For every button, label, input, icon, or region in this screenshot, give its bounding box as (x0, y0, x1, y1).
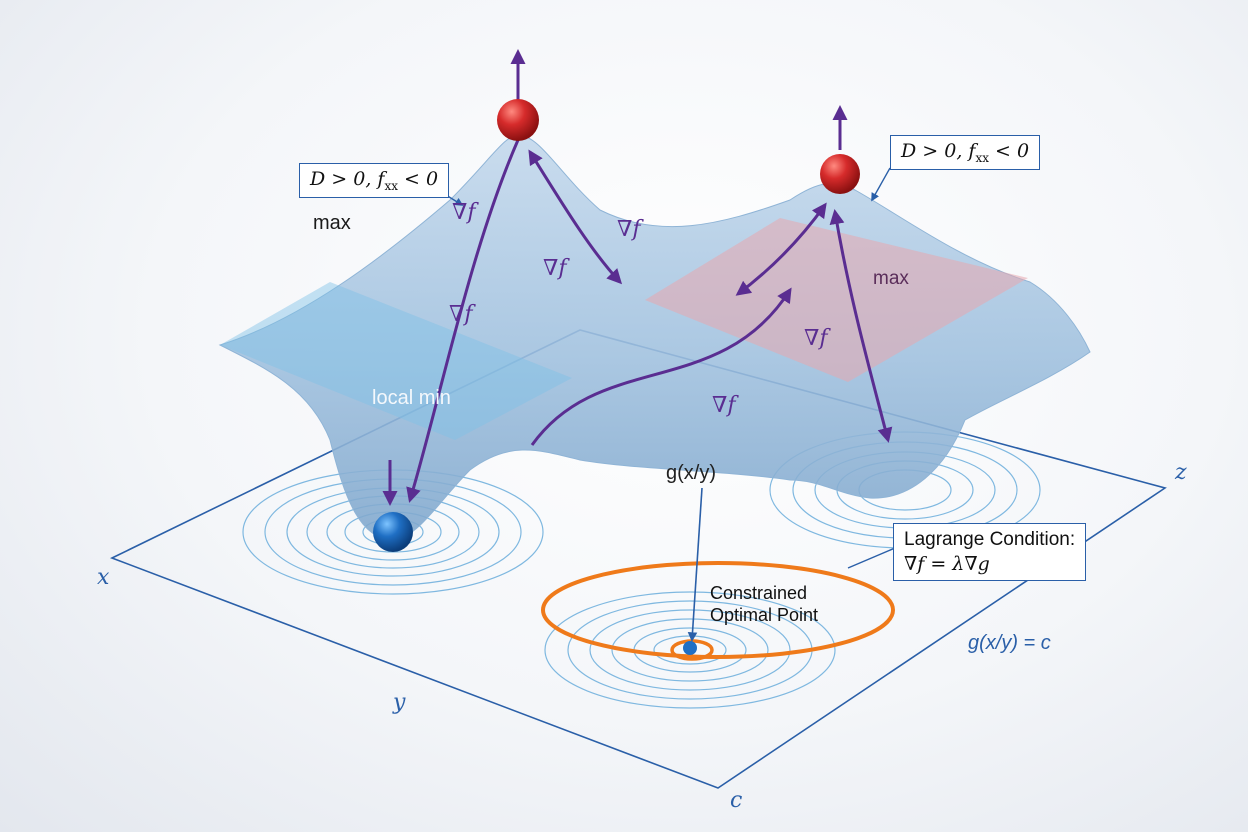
axis-x-label: x (97, 565, 110, 590)
axis-c-label: c (730, 788, 743, 813)
max-label-right: max (873, 268, 909, 289)
max-point-left (497, 99, 539, 141)
right-second-derivative-condition: D > 0, fxx < 0 (890, 135, 1041, 170)
constrained-optimal-point (683, 641, 697, 655)
local-min-point (373, 512, 413, 552)
local-min-label: local min (372, 387, 451, 409)
gradient-label-6: ∇f (712, 393, 736, 418)
contours-center (544, 591, 836, 709)
gradient-label-4: ∇f (449, 302, 473, 327)
lagrange-equation: ∇f = λ∇g (904, 553, 990, 575)
constrained-point-line2: Optimal Point (710, 605, 819, 625)
max-point-right (820, 154, 860, 194)
constraint-curve-label: g(x/y) = c (968, 632, 1051, 654)
gradient-label-2: ∇f (617, 217, 641, 242)
gradient-arrows (382, 49, 893, 506)
lagrange-pointer (847, 547, 896, 569)
lagrange-condition-box: Lagrange Condition: ∇f = λ∇g (893, 523, 1087, 581)
lagrange-title: Lagrange Condition: (904, 529, 1076, 550)
gradient-label-1: ∇f (452, 200, 476, 225)
gradient-label-5: ∇f (804, 326, 828, 351)
axis-y-label: y (393, 690, 406, 715)
constraint-ring (541, 561, 895, 659)
constraint-label: g(x/y) (666, 462, 716, 484)
constrained-point-label: Constrained Optimal Point (710, 582, 818, 626)
gradient-label-3: ∇f (543, 256, 567, 281)
right-condition-pointer (871, 167, 891, 202)
max-label-left: max (313, 212, 351, 234)
axis-z-label: z (1175, 460, 1187, 485)
local-min-plane (220, 282, 572, 440)
constraint-pointer (687, 487, 703, 642)
left-second-derivative-condition: D > 0, fxx < 0 (299, 163, 450, 198)
constrained-point-line1: Constrained (710, 583, 808, 603)
